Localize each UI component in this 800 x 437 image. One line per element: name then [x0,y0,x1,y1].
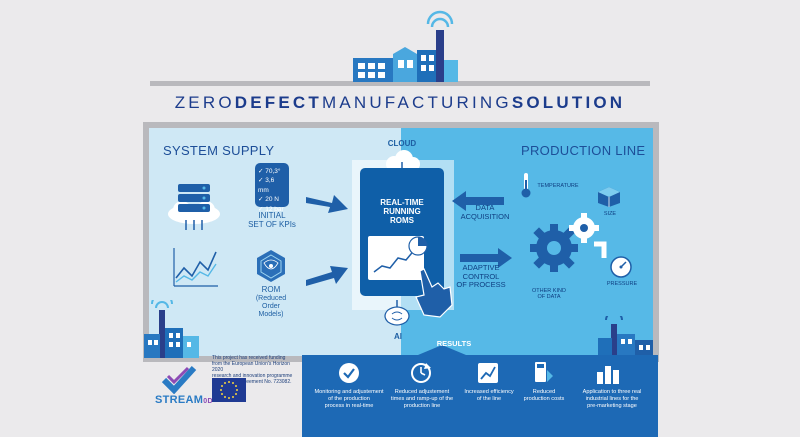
arrow-right-icon [306,266,348,286]
rom-label: ROM (Reduced Order Models) [245,285,297,320]
title-solution: SOLUTION [511,93,626,112]
funding-line: This project has received funding [212,355,286,361]
title-defect: DEFECT [234,93,322,112]
kpi-value-0: 70,3° [265,168,281,175]
result-item: Application to three real industrial lin… [572,389,652,410]
adaptive-line: ADAPTIVE [462,263,500,272]
factory-skyline-illustration [150,10,650,86]
kpi-device: ✓ 70,3° ✓ 3,6 mm ✓ 20 N ✓ 12 bar [255,163,289,213]
kpi-value: ✓ 20 N [258,196,279,204]
result-item: Reduced adjustement times and ramp-up of… [384,389,460,410]
title-manufacturing: MANUFACTURING [321,93,512,112]
server-cloud-icon [168,184,220,230]
rom-label-line: ROM [261,285,281,294]
size-label: SIZE [603,211,617,217]
production-line-heading: PRODUCTION LINE [521,143,646,158]
data-acq-line: DATA [475,203,495,212]
check-circle-icon [339,363,359,383]
kpi-label-line: SET OF KPIs [248,220,296,230]
result-line: times and ramp-up of the [390,395,454,402]
adaptive-line: CONTROL [462,271,500,281]
result-line: production costs [523,395,565,402]
funding-line: under grant agreement No. 723082. [212,379,292,385]
result-line: Reduced adjustement [394,389,450,395]
result-line: of the production [328,395,370,402]
ai-label: AI [394,332,402,341]
right-factory-illustration [598,316,653,358]
arrow-right-icon [306,195,348,213]
cost-reduction-icon [535,362,553,382]
pressure-label: PRESSURE [606,281,638,287]
title-zero: ZERO [174,93,235,112]
result-item: Monitoring and adjustement of the produc… [312,389,386,410]
line-chart-icon [173,248,218,287]
stream-logo-text: STREAM0D [155,394,213,406]
ai-brain-icon [384,300,410,326]
eu-flag-icon [212,378,246,402]
funding-line: research and innovation programme [212,373,293,379]
kpi-value-3: 12 bar [265,205,284,213]
thermometer-icon [521,173,531,198]
result-line: Application to three real [582,389,642,395]
result-line: Monitoring and adjustement [314,389,384,395]
data-acquisition-label: DATA ACQUISITION [454,203,516,221]
kpi-value-2: 20 N [265,196,279,204]
page-title: ZERODEFECTMANUFACTURINGSOLUTION [0,93,800,113]
funding-text: This project has received funding from t… [212,355,302,385]
rom-label-line: Models) [258,311,284,319]
adaptive-control-label: ADAPTIVE CONTROL OF PROCESS [446,263,516,290]
result-item: Reduced production costs [516,389,572,403]
pressure-gauge-icon [610,256,632,278]
result-line: industrial lines for the [585,395,639,402]
three-lines-factory-icon [597,366,619,384]
logo-name: STREAM [155,394,204,406]
kpi-value: ✓ 70,3° [258,168,281,175]
results-notch [418,345,466,357]
refresh-time-icon [411,363,431,383]
rom-label-line: Order [262,302,280,310]
screen-title-line: RUNNING [383,207,421,217]
result-item: Increased efficiency of the line [460,389,518,403]
kpi-value: ✓ 12 bar [258,205,284,213]
system-supply-heading: SYSTEM SUPPLY [163,143,275,158]
result-line: process in real-time [324,402,374,409]
results-heading: RESULTS [436,339,472,348]
efficiency-chart-icon [478,363,498,383]
arrow-left-icon [452,191,504,211]
funding-line: from the European Union's Horizon 2020 [212,361,290,373]
cloud-label: CLOUD [387,139,417,148]
screen-title: REAL-TIME RUNNING ROMS [360,198,444,226]
result-line: pre-marketing stage [587,402,637,409]
arrow-right-icon [460,248,512,268]
stream-logo-icon [161,365,197,394]
size-cube-icon [598,187,620,207]
logo-suffix: 0D [203,398,213,405]
adaptive-line: OF PROCESS [456,280,506,290]
kpi-value-1: 3,6 mm [258,177,275,194]
screen-title-line: REAL-TIME [380,198,424,207]
kpi-label-line: INITIAL [258,211,286,220]
other-data-line: OTHER KIND [532,288,566,294]
temperature-label: TEMPERATURE [537,183,579,189]
kpi-label: INITIAL SET OF KPIs [244,211,300,229]
rom-hexagon-icon [257,250,285,282]
screen-title-line: ROMS [390,216,414,226]
kpi-value: ✓ 3,6 mm [258,177,275,194]
data-acq-line: ACQUISITION [460,211,510,221]
other-data-label: OTHER KIND OF DATA [524,288,574,301]
result-line: of the line [476,395,502,402]
hand-pointer-icon [415,268,453,318]
result-line: Reduced [532,389,556,395]
rom-label-line: (Reduced [255,294,287,302]
tablet-screen-chart [368,236,428,280]
gears-icon [530,213,607,272]
result-line: production line [403,402,441,409]
other-data-line: OF DATA [537,294,561,301]
left-factory-illustration [144,300,199,358]
result-line: Increased efficiency [464,389,514,395]
